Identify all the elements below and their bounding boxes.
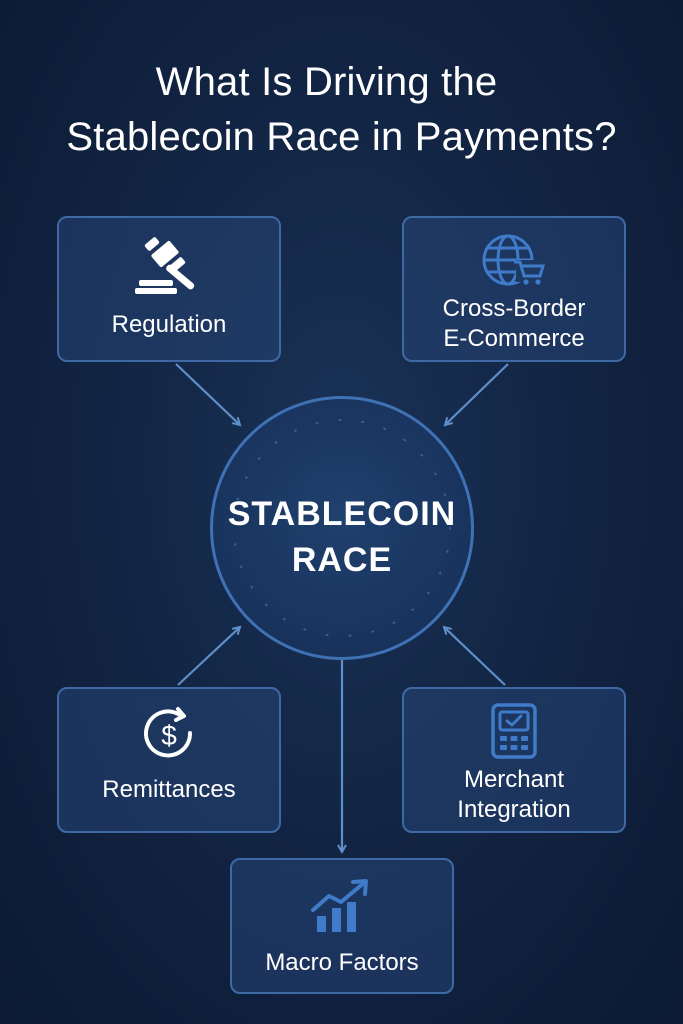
- diagram-title: What Is Driving the Stablecoin Race in P…: [0, 55, 683, 165]
- globe-cart-icon: [482, 234, 546, 286]
- node-remittances: $ Remittances: [57, 687, 281, 833]
- node-macro-factors: Macro Factors: [230, 858, 454, 994]
- arrow-remittances-to-center: [177, 627, 240, 686]
- arrow-regulation-to-center: [175, 363, 240, 425]
- remittances-label: Remittances: [102, 776, 236, 803]
- title-line-1: What Is Driving the: [155, 60, 498, 104]
- center-stablecoin-race: STABLECOIN RACE: [210, 396, 474, 660]
- arrow-merchant-to-center: [444, 627, 506, 686]
- node-merchant-integration: Merchant Integration: [402, 687, 626, 833]
- merchant-line-2: Integration: [457, 796, 571, 823]
- gavel-icon: [135, 237, 195, 294]
- payment-terminal-icon: [491, 703, 537, 759]
- cross-border-label: Cross-Border E-Commerce: [404, 294, 624, 354]
- center-label: STABLECOIN RACE: [213, 491, 471, 583]
- cross-border-line-1: Cross-Border: [442, 295, 586, 322]
- center-label-line-2: RACE: [291, 541, 393, 579]
- regulation-label: Regulation: [111, 311, 227, 338]
- title-line-2: Stablecoin Race in Payments?: [66, 115, 617, 159]
- arrow-crossborder-to-center: [445, 363, 509, 425]
- merchant-label: Merchant Integration: [404, 765, 624, 825]
- node-cross-border-ecommerce: Cross-Border E-Commerce: [402, 216, 626, 362]
- node-regulation: Regulation: [57, 216, 281, 362]
- cross-border-line-2: E-Commerce: [443, 325, 585, 352]
- merchant-line-1: Merchant: [463, 766, 565, 793]
- circle-dotted-ring: [233, 419, 451, 637]
- growth-chart-icon: [311, 879, 368, 932]
- dollar-refresh-icon: $: [144, 707, 193, 758]
- macro-label: Macro Factors: [265, 949, 419, 976]
- svg-text:$: $: [161, 720, 177, 751]
- center-label-line-1: STABLECOIN: [227, 495, 457, 533]
